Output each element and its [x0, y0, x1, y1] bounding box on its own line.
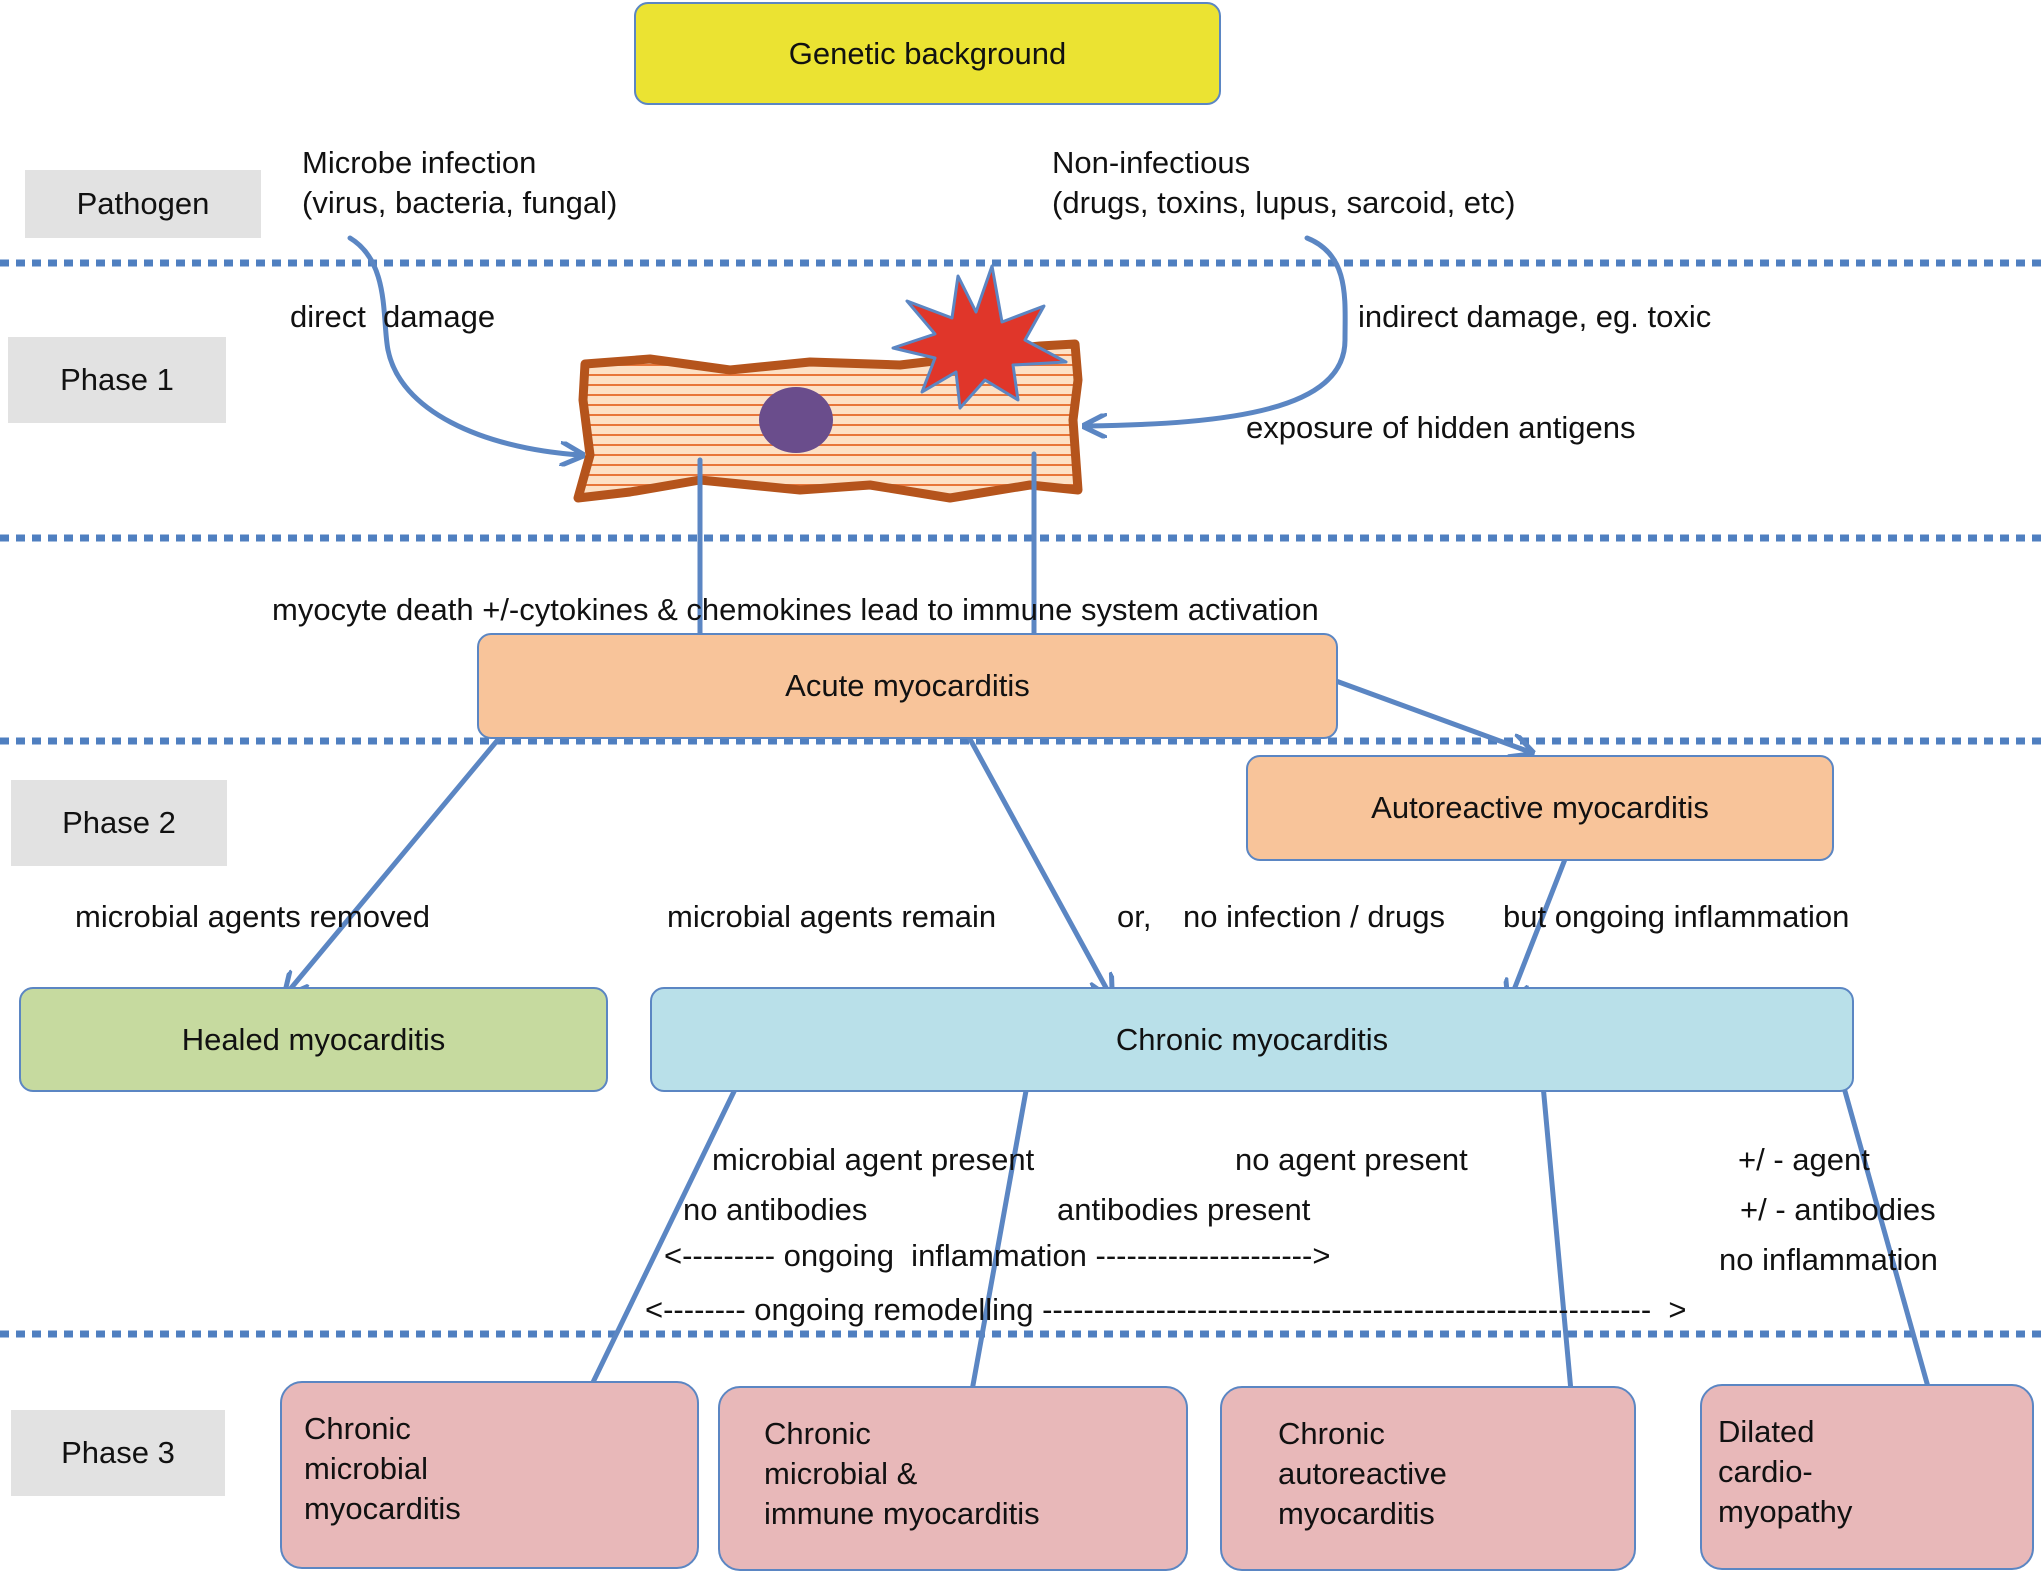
genetic-background-label: Genetic background [788, 35, 1067, 71]
autoreactive-myocarditis-box: Autoreactive myocarditis [1246, 755, 1834, 861]
genetic-background-box: Genetic background [634, 2, 1221, 105]
acute-myocarditis-label: Acute myocarditis [785, 668, 1030, 703]
healed-myocarditis-label: Healed myocarditis [181, 1021, 446, 1057]
arrow-chronic-to-o1 [582, 1039, 761, 1405]
outcome4-line1: Dilated [1718, 1414, 1815, 1449]
phase3-text: Phase 3 [61, 1435, 175, 1470]
outcome-chronic-microbial-immune-box: Chronic microbial & immune myocarditis [718, 1386, 1188, 1571]
hidden-antigens-label: exposure of hidden antigens [1246, 410, 1636, 445]
chronic-myocarditis-label: Chronic myocarditis [1115, 1021, 1389, 1057]
outcome1-line1: Chronic [304, 1411, 411, 1446]
damage-burst [891, 264, 1068, 410]
arrow-acute-to-chronic [950, 705, 1110, 995]
dotted-separators [0, 259, 2042, 1338]
outcome4-line3: myopathy [1718, 1494, 1853, 1529]
direct-damage-label: direct damage [290, 299, 496, 334]
arrow-noninfectious-to-cell [1087, 235, 1348, 426]
outcome-chronic-microbial-box: Chronic microbial myocarditis [280, 1381, 699, 1569]
agents-removed-label: microbial agents removed [75, 899, 430, 934]
indirect-damage-label: indirect damage, eg. toxic [1358, 299, 1712, 334]
pm-agent-label: +/ - agent [1738, 1142, 1870, 1177]
phase2-text: Phase 2 [62, 805, 176, 840]
phase-label-3: Phase 3 [11, 1410, 225, 1496]
healed-myocarditis-box: Healed myocarditis [19, 987, 608, 1092]
or-label: or, [1117, 899, 1152, 934]
outcome4-line2: cardio- [1718, 1454, 1813, 1489]
no-inflammation-label: no inflammation [1719, 1242, 1938, 1277]
phase-label-pathogen: Pathogen [25, 170, 261, 238]
outcome2-line2: microbial & [764, 1456, 918, 1491]
outcome2-line3: immune myocarditis [764, 1496, 1040, 1531]
no-agent-label: no agent present [1235, 1142, 1468, 1177]
agents-remain-label: microbial agents remain [667, 899, 997, 934]
pm-antibodies-label: +/ - antibodies [1740, 1192, 1936, 1227]
outcome3-line2: autoreactive [1278, 1456, 1447, 1491]
no-antibodies-label: no antibodies [683, 1192, 868, 1227]
arrow-chronic-to-o2 [966, 1049, 1036, 1424]
agent-present-label: microbial agent present [712, 1142, 1035, 1177]
no-infection-label: no infection / drugs [1183, 899, 1445, 934]
arrow-chronic-to-o3 [1537, 1049, 1574, 1424]
non-infectious-label: Non-infectious [1052, 145, 1251, 180]
microbe-infection-label: Microbe infection [302, 145, 537, 180]
outcome1-line2: microbial [304, 1451, 429, 1486]
ongoing-inflammation-range: <--------- ongoing inflammation --------… [664, 1238, 1331, 1273]
outcome3-line1: Chronic [1278, 1416, 1385, 1451]
nucleus [759, 387, 833, 453]
autoreactive-myocarditis-label: Autoreactive myocarditis [1371, 790, 1709, 825]
phase1-text: Phase 1 [60, 362, 174, 397]
antibodies-present-label: antibodies present [1057, 1192, 1311, 1227]
myocyte-death-label: myocyte death +/-cytokines & chemokines … [272, 592, 1319, 627]
ongoing-inflammation-label: but ongoing inflammation [1503, 899, 1850, 934]
outcome2-line1: Chronic [764, 1416, 871, 1451]
arrow-microbe-to-cell [347, 235, 580, 455]
outcome-chronic-autoreactive-box: Chronic autoreactive myocarditis [1220, 1386, 1636, 1571]
outcome1-line3: myocarditis [304, 1491, 461, 1526]
non-infectious-types-label: (drugs, toxins, lupus, sarcoid, etc) [1052, 185, 1516, 220]
ongoing-remodelling-range: <-------- ongoing remodelling ----------… [645, 1292, 1687, 1327]
outcome3-line3: myocarditis [1278, 1496, 1435, 1531]
arrow-autoreactive-to-chronic [1510, 846, 1572, 1000]
chronic-myocarditis-box: Chronic myocarditis [650, 987, 1854, 1092]
microbe-types-label: (virus, bacteria, fungal) [302, 185, 618, 220]
acute-myocarditis-box: Acute myocarditis [477, 633, 1338, 739]
phase-label-2: Phase 2 [11, 780, 227, 866]
arrow-acute-to-healed [287, 691, 539, 993]
pathogen-text: Pathogen [76, 186, 210, 221]
outcome-dilated-cardiomyopathy-box: Dilated cardio- myopathy [1700, 1384, 2034, 1570]
phase-label-1: Phase 1 [8, 337, 226, 423]
